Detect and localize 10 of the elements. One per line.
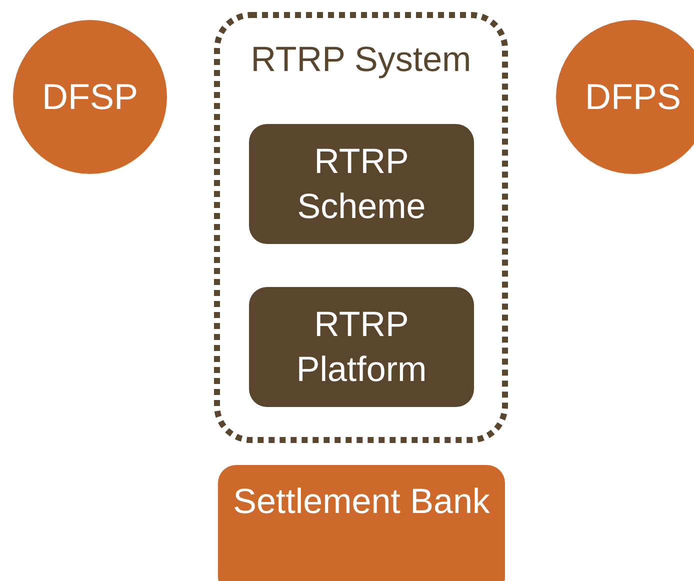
node-label: Settlement Bank [233, 481, 490, 523]
node-label: RTRP Platform [295, 304, 428, 391]
node-label: DFSP [42, 74, 138, 119]
component-box [249, 287, 474, 407]
component-box [249, 124, 474, 244]
bank-box [218, 465, 505, 581]
group-title: RTRP System [250, 40, 472, 80]
node-label: RTRP Scheme [296, 140, 427, 228]
node-label: DFPS [584, 74, 681, 119]
system-group [214, 12, 508, 443]
